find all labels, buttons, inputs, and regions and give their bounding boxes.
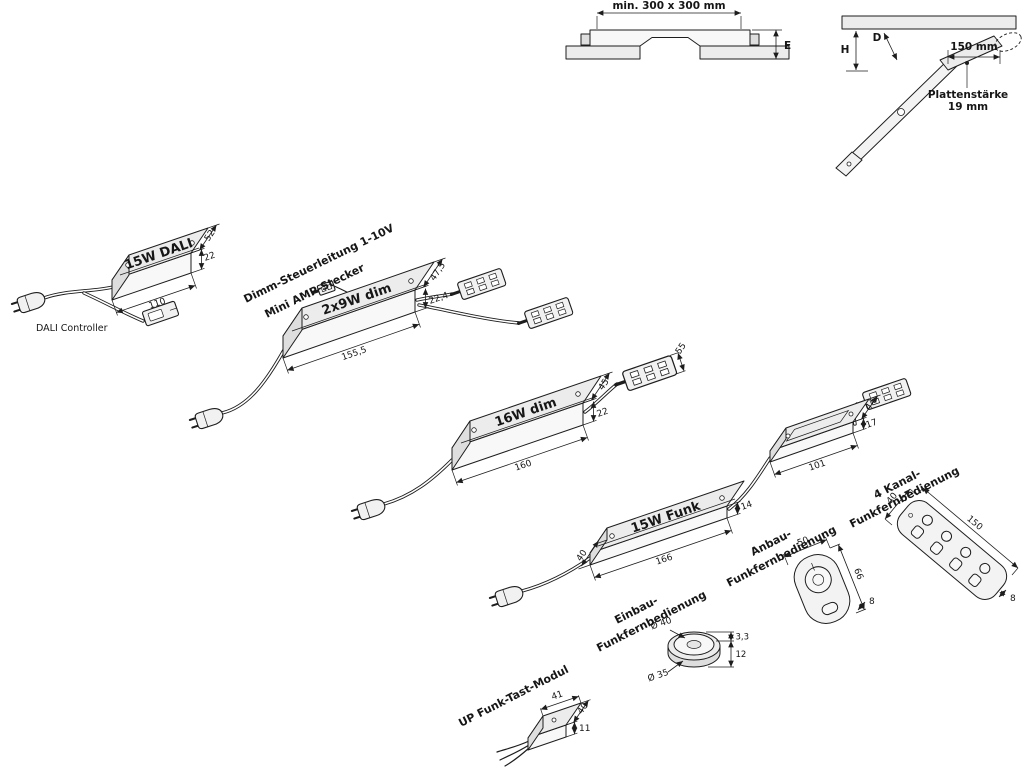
- shelf-light-diagram: H D 150 mm Plattenstärke 19 mm: [835, 15, 1022, 177]
- arm-joint: [897, 108, 905, 116]
- euro-plug: [487, 582, 526, 611]
- einbau-inner-diameter-dim: Ø 35: [646, 667, 670, 684]
- mini-amp-plug: [311, 280, 336, 296]
- four-channel-length-dim: 150: [964, 514, 984, 533]
- four-channel-remote: 4 Kanal- Funkfernbedienung 40 150 8: [847, 464, 1019, 604]
- up-module-box: [527, 702, 582, 751]
- funk-15-length-dim: 166: [655, 552, 675, 567]
- dim-16-driver-assembly: 16W dim 160 22 45 55: [349, 341, 689, 524]
- panel-left: [565, 45, 641, 60]
- euro-plug: [9, 288, 48, 317]
- einbau-remote-knob: [667, 631, 721, 668]
- recess-height-label: E: [784, 40, 791, 52]
- dim-2x9-height-dim: 22,4: [428, 291, 450, 307]
- dim-2x9-length-dim: 155,5: [341, 345, 369, 363]
- dim-16-length-dim: 160: [514, 458, 534, 473]
- shelf-height-label: H: [841, 44, 850, 56]
- funk-15-driver-assembly: 15W Funk 166 14 40: [487, 456, 772, 611]
- einbau-remote: Einbau- Funkfernbedienung Ø 40 Ø 35 3,3 …: [594, 588, 749, 684]
- anbau-width-dim: 50: [796, 535, 811, 549]
- lamp-head-swivel-outline: [994, 32, 1022, 52]
- dali-controller-caption: DALI Controller: [36, 323, 108, 334]
- recess-mount-diagram: min. 300 x 300 mm E: [565, 0, 791, 60]
- amp-distributor: [610, 353, 679, 397]
- amp-distributor: [446, 266, 508, 305]
- luminaire-cross-section: [589, 29, 751, 47]
- dali-driver-assembly: 15W DALI 110 22 52 DALI Controller: [9, 223, 220, 334]
- funk-15-height-dim: 14: [740, 500, 754, 513]
- euro-plug: [349, 495, 388, 524]
- anbau-length-dim: 66: [851, 567, 865, 582]
- up-module-height-dim: 11: [579, 724, 590, 734]
- anbau-height-dim: 8: [869, 597, 875, 607]
- lamp-head: [939, 35, 1003, 71]
- amp-distributor: [513, 295, 575, 334]
- panel-right: [699, 45, 790, 60]
- cutout-dimension-label: min. 300 x 300 mm: [612, 0, 725, 12]
- einbau-rim-height-dim: 3,3: [736, 633, 750, 643]
- shelf-depth-label: D: [873, 32, 882, 44]
- up-module-width-dim: 41: [550, 690, 564, 703]
- plate-thickness-label-line2: 19 mm: [948, 101, 988, 113]
- dali-height-dim: 22: [203, 251, 217, 264]
- receiver-length-dim: 101: [808, 459, 828, 474]
- four-channel-height-dim: 8: [1010, 594, 1016, 604]
- einbau-total-height-dim: 12: [736, 650, 747, 660]
- dim-2x9-driver-assembly: 2x9W dim Dimm-Steuerleitung 1-10V Mini A…: [187, 221, 575, 433]
- four-channel-remote-body: [896, 500, 1008, 600]
- dim-16-driver-box: 16W dim: [451, 375, 602, 471]
- distance-150mm-label: 150 mm: [950, 41, 998, 53]
- up-module-depth-dim: 40: [576, 701, 591, 716]
- thickness-marker-dot: [965, 61, 969, 65]
- receiver-height-dim: 17: [865, 418, 879, 431]
- up-funk-module: UP Funk-Tast-Modul 41 40 11: [456, 663, 591, 767]
- dali-driver-box: 15W DALI: [111, 227, 209, 301]
- anbau-remote: Anbau- Funkfernbedienung 50 66 8: [724, 523, 875, 624]
- receiver-box: [769, 398, 870, 463]
- euro-plug: [187, 404, 226, 433]
- anbau-remote-body: [793, 554, 851, 624]
- distributor-length-dim: 55: [674, 341, 689, 356]
- funk-receiver-module: 101 17 44: [769, 376, 913, 478]
- dim-16-height-dim: 22: [596, 407, 610, 420]
- shelf-plate: [841, 15, 1017, 30]
- plate-thickness-label-line1: Plattenstärke: [928, 89, 1008, 101]
